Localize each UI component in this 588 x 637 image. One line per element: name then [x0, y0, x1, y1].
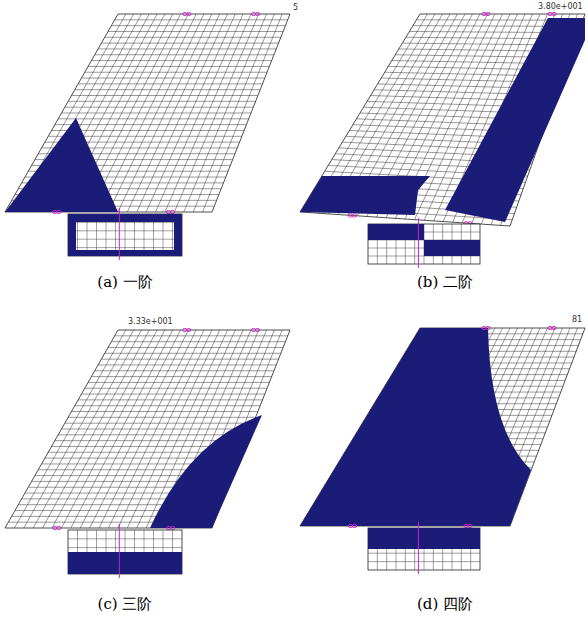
section-inset — [368, 528, 480, 570]
section-inset — [68, 530, 182, 574]
mode-region — [300, 328, 531, 526]
symmetry-marker — [418, 522, 419, 574]
wing-outline — [300, 14, 585, 226]
contour-value: 5 — [293, 3, 298, 13]
mesh-line — [111, 25, 285, 26]
mesh-line — [105, 37, 281, 38]
mesh-line — [115, 335, 288, 336]
mesh-line — [98, 364, 276, 365]
constraint-marker — [57, 526, 61, 529]
inset-mode-region — [68, 552, 182, 574]
mesh-line — [78, 399, 262, 400]
mesh-line — [65, 423, 253, 424]
mesh-line — [58, 434, 249, 435]
wing-outline — [5, 14, 290, 212]
constraint-marker — [468, 524, 472, 527]
section-inset — [368, 224, 480, 264]
mesh-line — [58, 118, 249, 119]
subfigure-caption: (b) 二阶 — [345, 272, 545, 292]
constraint-marker — [170, 526, 174, 529]
constraint-marker — [486, 326, 490, 329]
mesh-line — [95, 54, 274, 55]
mesh-line — [88, 66, 269, 67]
symmetry-marker — [119, 208, 120, 260]
subfigure-caption: (c) 三阶 — [25, 594, 225, 614]
constraint-marker — [187, 12, 191, 15]
constraint-marker — [57, 210, 61, 213]
mesh-line — [108, 347, 283, 348]
inset-grid — [368, 553, 480, 554]
mesh-line — [88, 382, 269, 383]
symmetry-marker — [119, 524, 120, 578]
mesh-line — [62, 113, 252, 114]
mesh-line — [115, 19, 288, 20]
mesh-line — [111, 341, 285, 342]
mesh-line — [71, 411, 257, 412]
wing-outline — [300, 328, 585, 526]
inset-mode-region — [68, 214, 182, 256]
mesh-line — [68, 417, 255, 418]
inset-mode-region — [368, 528, 480, 549]
mesh-line — [75, 89, 260, 90]
mesh-line — [65, 107, 253, 108]
wing-outline — [5, 330, 290, 528]
constraint-marker — [170, 210, 174, 213]
inset-grid — [68, 247, 182, 248]
mode-region — [5, 118, 118, 212]
mesh-line — [78, 83, 262, 84]
contour-value: 81 — [572, 315, 582, 325]
mesh-line — [75, 405, 260, 406]
mode-region — [150, 415, 262, 528]
inset-grid — [68, 538, 182, 539]
subfigure-caption: (d) 四阶 — [345, 594, 545, 614]
constraint-marker — [552, 12, 556, 15]
constraint-marker — [486, 12, 490, 15]
mesh-line — [81, 394, 264, 395]
mesh-line — [55, 124, 247, 125]
mesh-line — [62, 429, 252, 430]
contour-value: 3.33e+001 — [128, 317, 173, 327]
inset-mode-region — [368, 224, 424, 240]
mesh-line — [81, 78, 264, 79]
constraint-marker — [352, 214, 356, 217]
constraint-marker — [352, 524, 356, 527]
contour-value: 3.80e+001 — [538, 2, 583, 12]
inset-grid — [368, 561, 480, 562]
mesh-line — [85, 72, 267, 73]
mesh-line — [98, 48, 276, 49]
mesh-line — [101, 359, 278, 360]
section-inset — [68, 214, 182, 256]
mesh-line — [71, 95, 257, 96]
constraint-marker — [187, 328, 191, 331]
inset-grid — [68, 230, 182, 231]
inset-grid — [68, 239, 182, 240]
inset-grid — [68, 222, 182, 223]
constraint-marker — [552, 326, 556, 329]
mode-region — [300, 18, 585, 222]
inset-mode-region — [424, 240, 480, 256]
symmetry-marker — [418, 218, 419, 268]
mesh-line — [85, 388, 267, 389]
mesh-line — [68, 101, 255, 102]
inset-grid — [68, 547, 182, 548]
constraint-marker — [255, 12, 259, 15]
mesh-line — [95, 370, 274, 371]
mesh-line — [91, 60, 271, 61]
subfigure-caption: (a) 一阶 — [25, 272, 225, 292]
mesh-line — [101, 43, 278, 44]
constraint-marker — [255, 328, 259, 331]
mesh-line — [91, 376, 271, 377]
mesh-line — [105, 353, 281, 354]
mesh-line — [108, 31, 283, 32]
